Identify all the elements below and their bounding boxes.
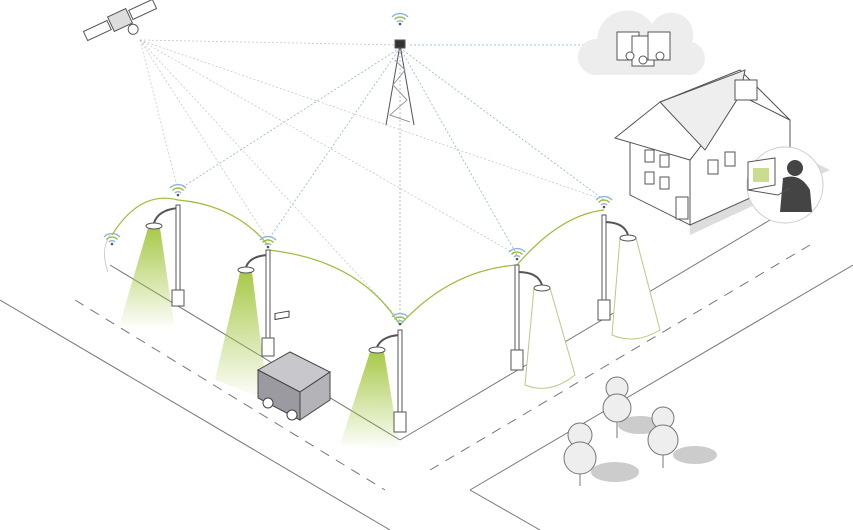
tree: [563, 422, 639, 486]
trees: [563, 376, 717, 486]
street-light: [103, 183, 187, 330]
street-lights: [103, 183, 661, 450]
satellite-icon: [82, 0, 158, 42]
cell-tower: [385, 39, 415, 126]
street-light: [340, 312, 409, 450]
mesh-links: [111, 197, 605, 326]
cloud-storage-icon: [577, 10, 705, 76]
operator-with-laptop: [746, 146, 824, 224]
wifi-icon: [391, 12, 409, 26]
tree: [647, 406, 717, 468]
tree: [602, 376, 662, 438]
tower-links: [177, 44, 605, 320]
roads: [0, 219, 853, 530]
street-light: [508, 247, 576, 389]
satellite-links: [139, 39, 605, 321]
street-light: [215, 235, 277, 400]
street-light: [595, 195, 661, 340]
autonomous-vehicle: [256, 310, 331, 421]
